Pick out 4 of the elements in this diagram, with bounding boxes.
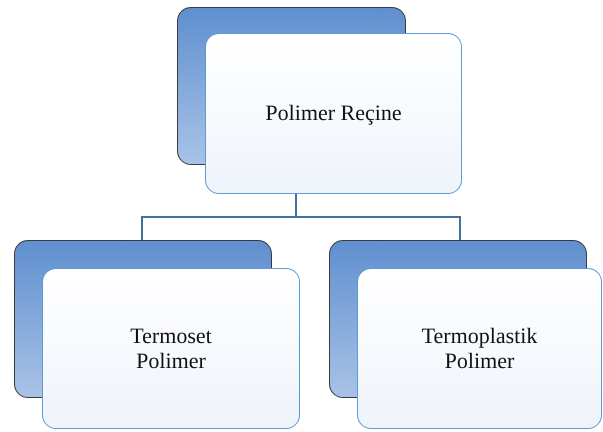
connector-line [295, 194, 461, 240]
node-label: Polimer Reçine [265, 101, 402, 126]
node-label: Termoplastik Polimer [420, 324, 538, 373]
node-label: Termoset Polimer [129, 324, 213, 373]
